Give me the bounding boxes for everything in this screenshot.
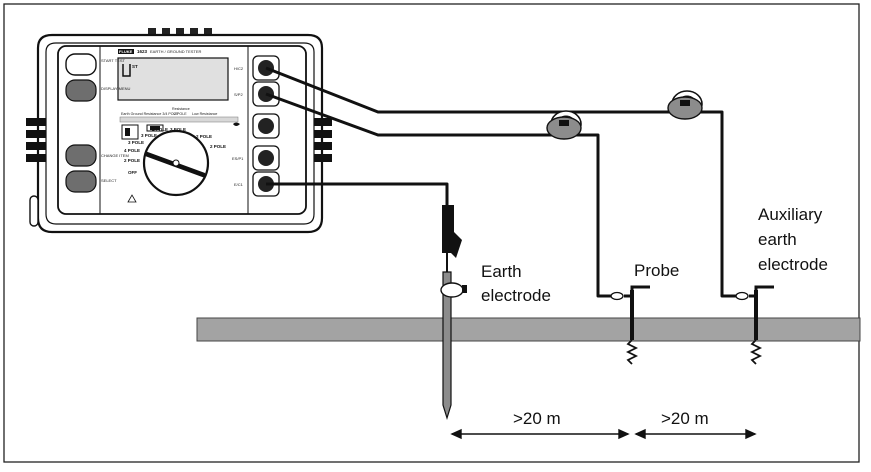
- fluke-logo-text: FLUKE: [119, 49, 133, 54]
- left-button-column: START TEST DISPLAY MENU CHANGE ITEM SELE…: [65, 53, 131, 193]
- dial-label: OFF: [128, 170, 137, 175]
- select-button[interactable]: [65, 170, 97, 193]
- earth-rod-clamp: [440, 282, 464, 298]
- range-header-2pole: 2 POLE: [174, 112, 187, 116]
- display-digit: [122, 64, 131, 77]
- dial-label: 3 POLE: [128, 140, 144, 145]
- tester-right-grip: [314, 118, 332, 162]
- dial-label: 3 POLE: [170, 127, 186, 132]
- rotary-selector[interactable]: [142, 129, 210, 197]
- start-test-button[interactable]: [65, 53, 97, 76]
- ground-surface: [196, 317, 861, 342]
- select-label: SELECT: [101, 178, 117, 183]
- tester-model: 1623: [137, 49, 148, 54]
- distance-dimensions: [450, 428, 757, 440]
- lead-e-c1: [266, 182, 449, 205]
- dial-label: 2 POLE: [196, 134, 212, 139]
- warning-triangle-icon: [127, 194, 137, 203]
- range-header-resistance: Resistance: [172, 107, 190, 111]
- tester-brand-line: FLUKE 1623 EARTH / GROUND TESTER: [118, 49, 202, 54]
- dial-position-labels: 3 POLE 4 POLE 3 POLE 2 POLE OFF 2 POLE 4…: [124, 127, 226, 203]
- lead-s-p2: [265, 92, 612, 298]
- display-menu-button[interactable]: [65, 79, 97, 102]
- dial-label: 2 POLE: [124, 158, 140, 163]
- auxiliary-stake: [735, 285, 774, 365]
- probe-label: Probe: [634, 261, 679, 280]
- jack-label: H/C2: [234, 66, 244, 71]
- auxiliary-label-line1: Auxiliary: [758, 205, 823, 224]
- range-header-earth: Earth Ground Resistance 3/4 POLE: [121, 112, 179, 116]
- jack-label: ES/P1: [232, 156, 244, 161]
- jack-label: S/P2: [234, 92, 243, 97]
- change-item-button[interactable]: [65, 144, 97, 167]
- clamp-symbol-icon: [233, 122, 240, 126]
- dial-label: 2 POLE: [210, 144, 226, 149]
- change-item-label: CHANGE ITEM: [101, 153, 129, 158]
- earth-electrode-label-line1: Earth: [481, 262, 522, 281]
- display-menu-label: DISPLAY MENU: [101, 86, 131, 91]
- probe-stake: [610, 285, 650, 365]
- earth-rod: [442, 271, 452, 421]
- tester-title: EARTH / GROUND TESTER: [150, 49, 202, 54]
- cable-reel-probe: [546, 110, 582, 140]
- auxiliary-label-line2: earth: [758, 230, 797, 249]
- earth-electrode-label-line2: electrode: [481, 286, 551, 305]
- jack-label: E/C1: [234, 182, 244, 187]
- earth-electrode: [440, 205, 467, 421]
- range-header-low: Low Resistance: [192, 112, 217, 116]
- display-st-indicator: ST: [132, 64, 138, 69]
- earth-ground-tester: FLUKE 1623 EARTH / GROUND TESTER ST Eart…: [26, 28, 332, 234]
- auxiliary-label-line3: electrode: [758, 255, 828, 274]
- range-header: Earth Ground Resistance 3/4 POLE Resista…: [119, 107, 239, 123]
- dial-label: 4 POLE: [124, 148, 140, 153]
- lcd-display: [117, 57, 229, 101]
- dial-label: 3 POLE: [141, 133, 157, 138]
- distance-label-1: >20 m: [513, 409, 561, 428]
- cable-reel-auxiliary: [667, 90, 703, 120]
- distance-label-2: >20 m: [661, 409, 709, 428]
- fluke-logo: [118, 49, 134, 54]
- dial-label: 4 POLE: [152, 127, 168, 132]
- diagram-frame: [3, 3, 860, 463]
- tester-case-inner: [45, 42, 315, 225]
- start-test-label: START TEST: [101, 58, 125, 63]
- tester-left-grip: [26, 118, 46, 227]
